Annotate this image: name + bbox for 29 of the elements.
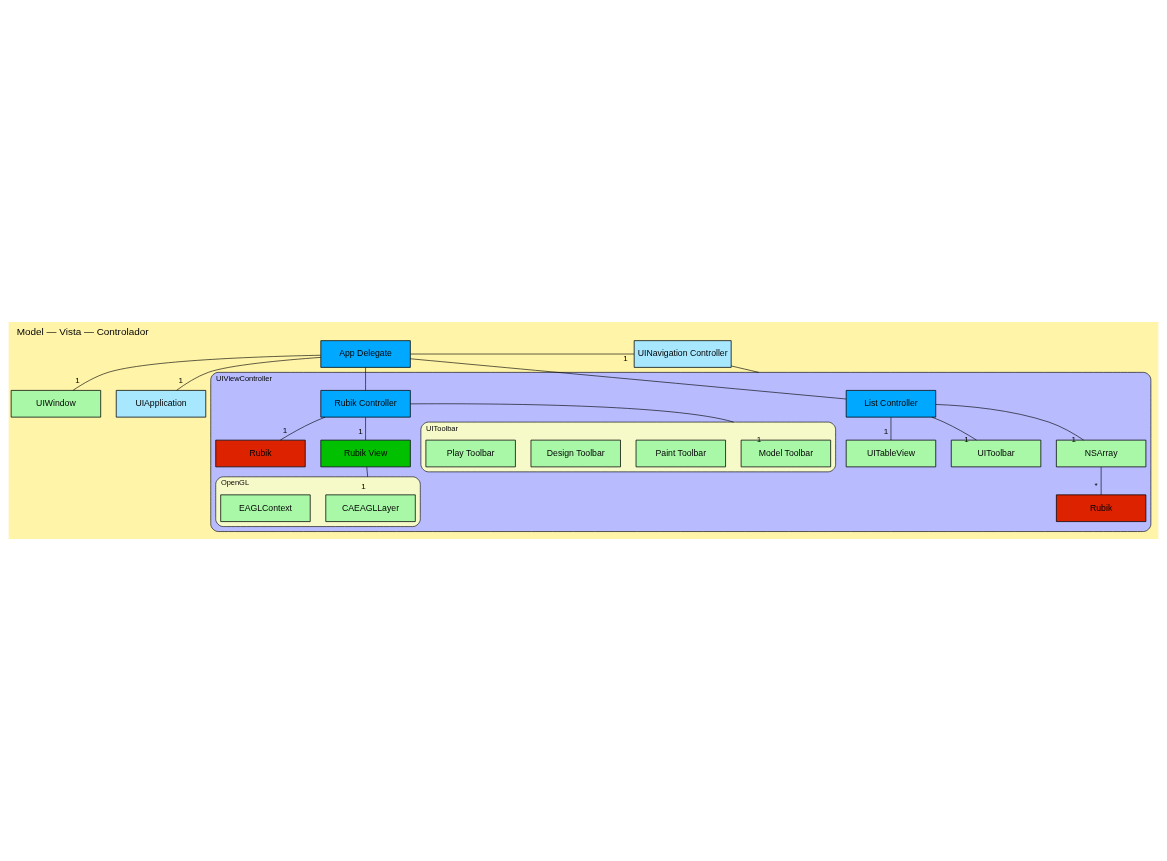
node-box: Rubik [1056,494,1147,522]
node-box: UINavigation Controller [633,340,732,368]
connector [410,358,847,400]
node-box: App Delegate [320,340,411,368]
node-box: Paint Toolbar [635,439,726,468]
node-box: Play Toolbar [425,439,516,468]
diagram-title: Model — Vista — Controlador [16,325,149,337]
connector [365,417,366,441]
node-box: UIApplication [115,390,207,418]
node-box: UIWindow [10,390,102,418]
connector [1100,466,1102,496]
connector [366,466,368,478]
node-box: EAGLContext [220,494,311,522]
connector [365,367,366,391]
connector [935,404,1084,441]
connector [176,357,322,391]
connector [410,353,635,355]
node-box: Rubik Controller [320,390,411,418]
node-box: UITableView [845,439,937,468]
connector [931,416,977,441]
node-box: Rubik View [320,439,411,468]
node-box: CAEAGLLayer [325,494,416,522]
connector [72,354,321,391]
connector [410,403,734,423]
connector [280,416,326,441]
node-box: Design Toolbar [530,439,621,468]
node-box: Rubik [215,439,306,468]
node-box: List Controller [845,390,937,418]
connector [730,365,760,373]
